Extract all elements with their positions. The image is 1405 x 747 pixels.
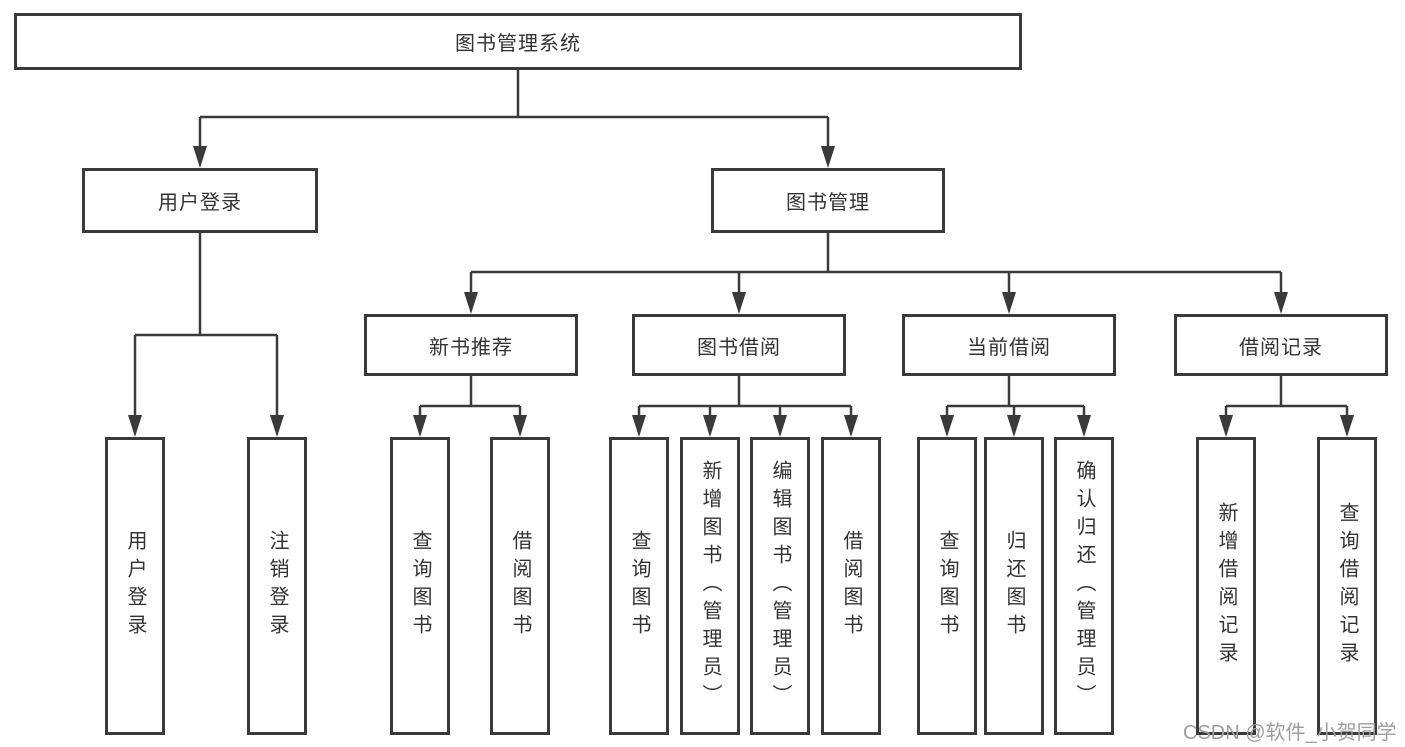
leaf-label: 归还图书 <box>1003 530 1025 642</box>
connector-current-borrow-children <box>940 376 1091 437</box>
node-label: 图书借阅 <box>697 336 781 359</box>
csdn-watermark: CSDN @软件_小贺同学 <box>1183 722 1397 744</box>
node-label: 图书管理系统 <box>455 33 581 55</box>
node-user-login: 用户登录 <box>82 168 318 233</box>
leaf-borrow-query-books: 查询图书 <box>609 437 669 735</box>
leaf-newbook-query-books: 查询图书 <box>390 437 450 735</box>
node-current-borrowing: 当前借阅 <box>902 314 1116 376</box>
leaf-label: 确认归还（管理员） <box>1073 460 1095 712</box>
connector-user-login-children <box>128 233 284 437</box>
leaf-current-return-books: 归还图书 <box>984 437 1044 735</box>
leaf-borrow-borrow-books: 借阅图书 <box>821 437 881 735</box>
leaf-borrow-edit-books-admin: 编辑图书（管理员） <box>750 437 810 735</box>
leaf-label: 新增图书（管理员） <box>699 460 721 712</box>
node-label: 借阅记录 <box>1239 336 1323 359</box>
connector-borrow-record-children <box>1219 376 1354 437</box>
leaf-label: 查询借阅记录 <box>1336 502 1358 670</box>
leaf-label: 借阅图书 <box>840 530 862 642</box>
leaf-label: 新增借阅记录 <box>1215 502 1237 670</box>
leaf-current-confirm-return-admin: 确认归还（管理员） <box>1054 437 1114 735</box>
connector-root-to-level1 <box>193 70 835 168</box>
leaf-record-query-borrow-record: 查询借阅记录 <box>1317 437 1377 735</box>
node-book-management: 图书管理 <box>711 168 945 233</box>
connector-book-borrow-children <box>632 376 858 437</box>
connector-new-book-children <box>413 376 527 437</box>
connector-book-mgmt-children <box>464 233 1288 314</box>
leaf-label: 查询图书 <box>628 530 650 642</box>
leaf-label: 查询图书 <box>936 530 958 642</box>
node-label: 新书推荐 <box>429 336 513 359</box>
leaf-label: 注销登录 <box>266 530 288 642</box>
leaf-current-query-books: 查询图书 <box>917 437 977 735</box>
node-borrowing-records: 借阅记录 <box>1174 314 1388 376</box>
node-label: 当前借阅 <box>967 336 1051 359</box>
node-label: 图书管理 <box>786 192 870 214</box>
node-book-borrowing: 图书借阅 <box>632 314 846 376</box>
leaf-label: 编辑图书（管理员） <box>769 460 791 712</box>
leaf-newbook-borrow-books: 借阅图书 <box>490 437 550 735</box>
leaf-user-login: 用户登录 <box>105 437 165 735</box>
leaf-borrow-add-books-admin: 新增图书（管理员） <box>680 437 740 735</box>
node-library-system: 图书管理系统 <box>14 13 1022 70</box>
leaf-logout: 注销登录 <box>247 437 307 735</box>
leaf-label: 查询图书 <box>409 530 431 642</box>
node-new-book-recommend: 新书推荐 <box>364 314 578 376</box>
leaf-label: 用户登录 <box>124 530 146 642</box>
leaf-record-add-borrow-record: 新增借阅记录 <box>1196 437 1256 735</box>
node-label: 用户登录 <box>158 192 242 214</box>
leaf-label: 借阅图书 <box>509 530 531 642</box>
